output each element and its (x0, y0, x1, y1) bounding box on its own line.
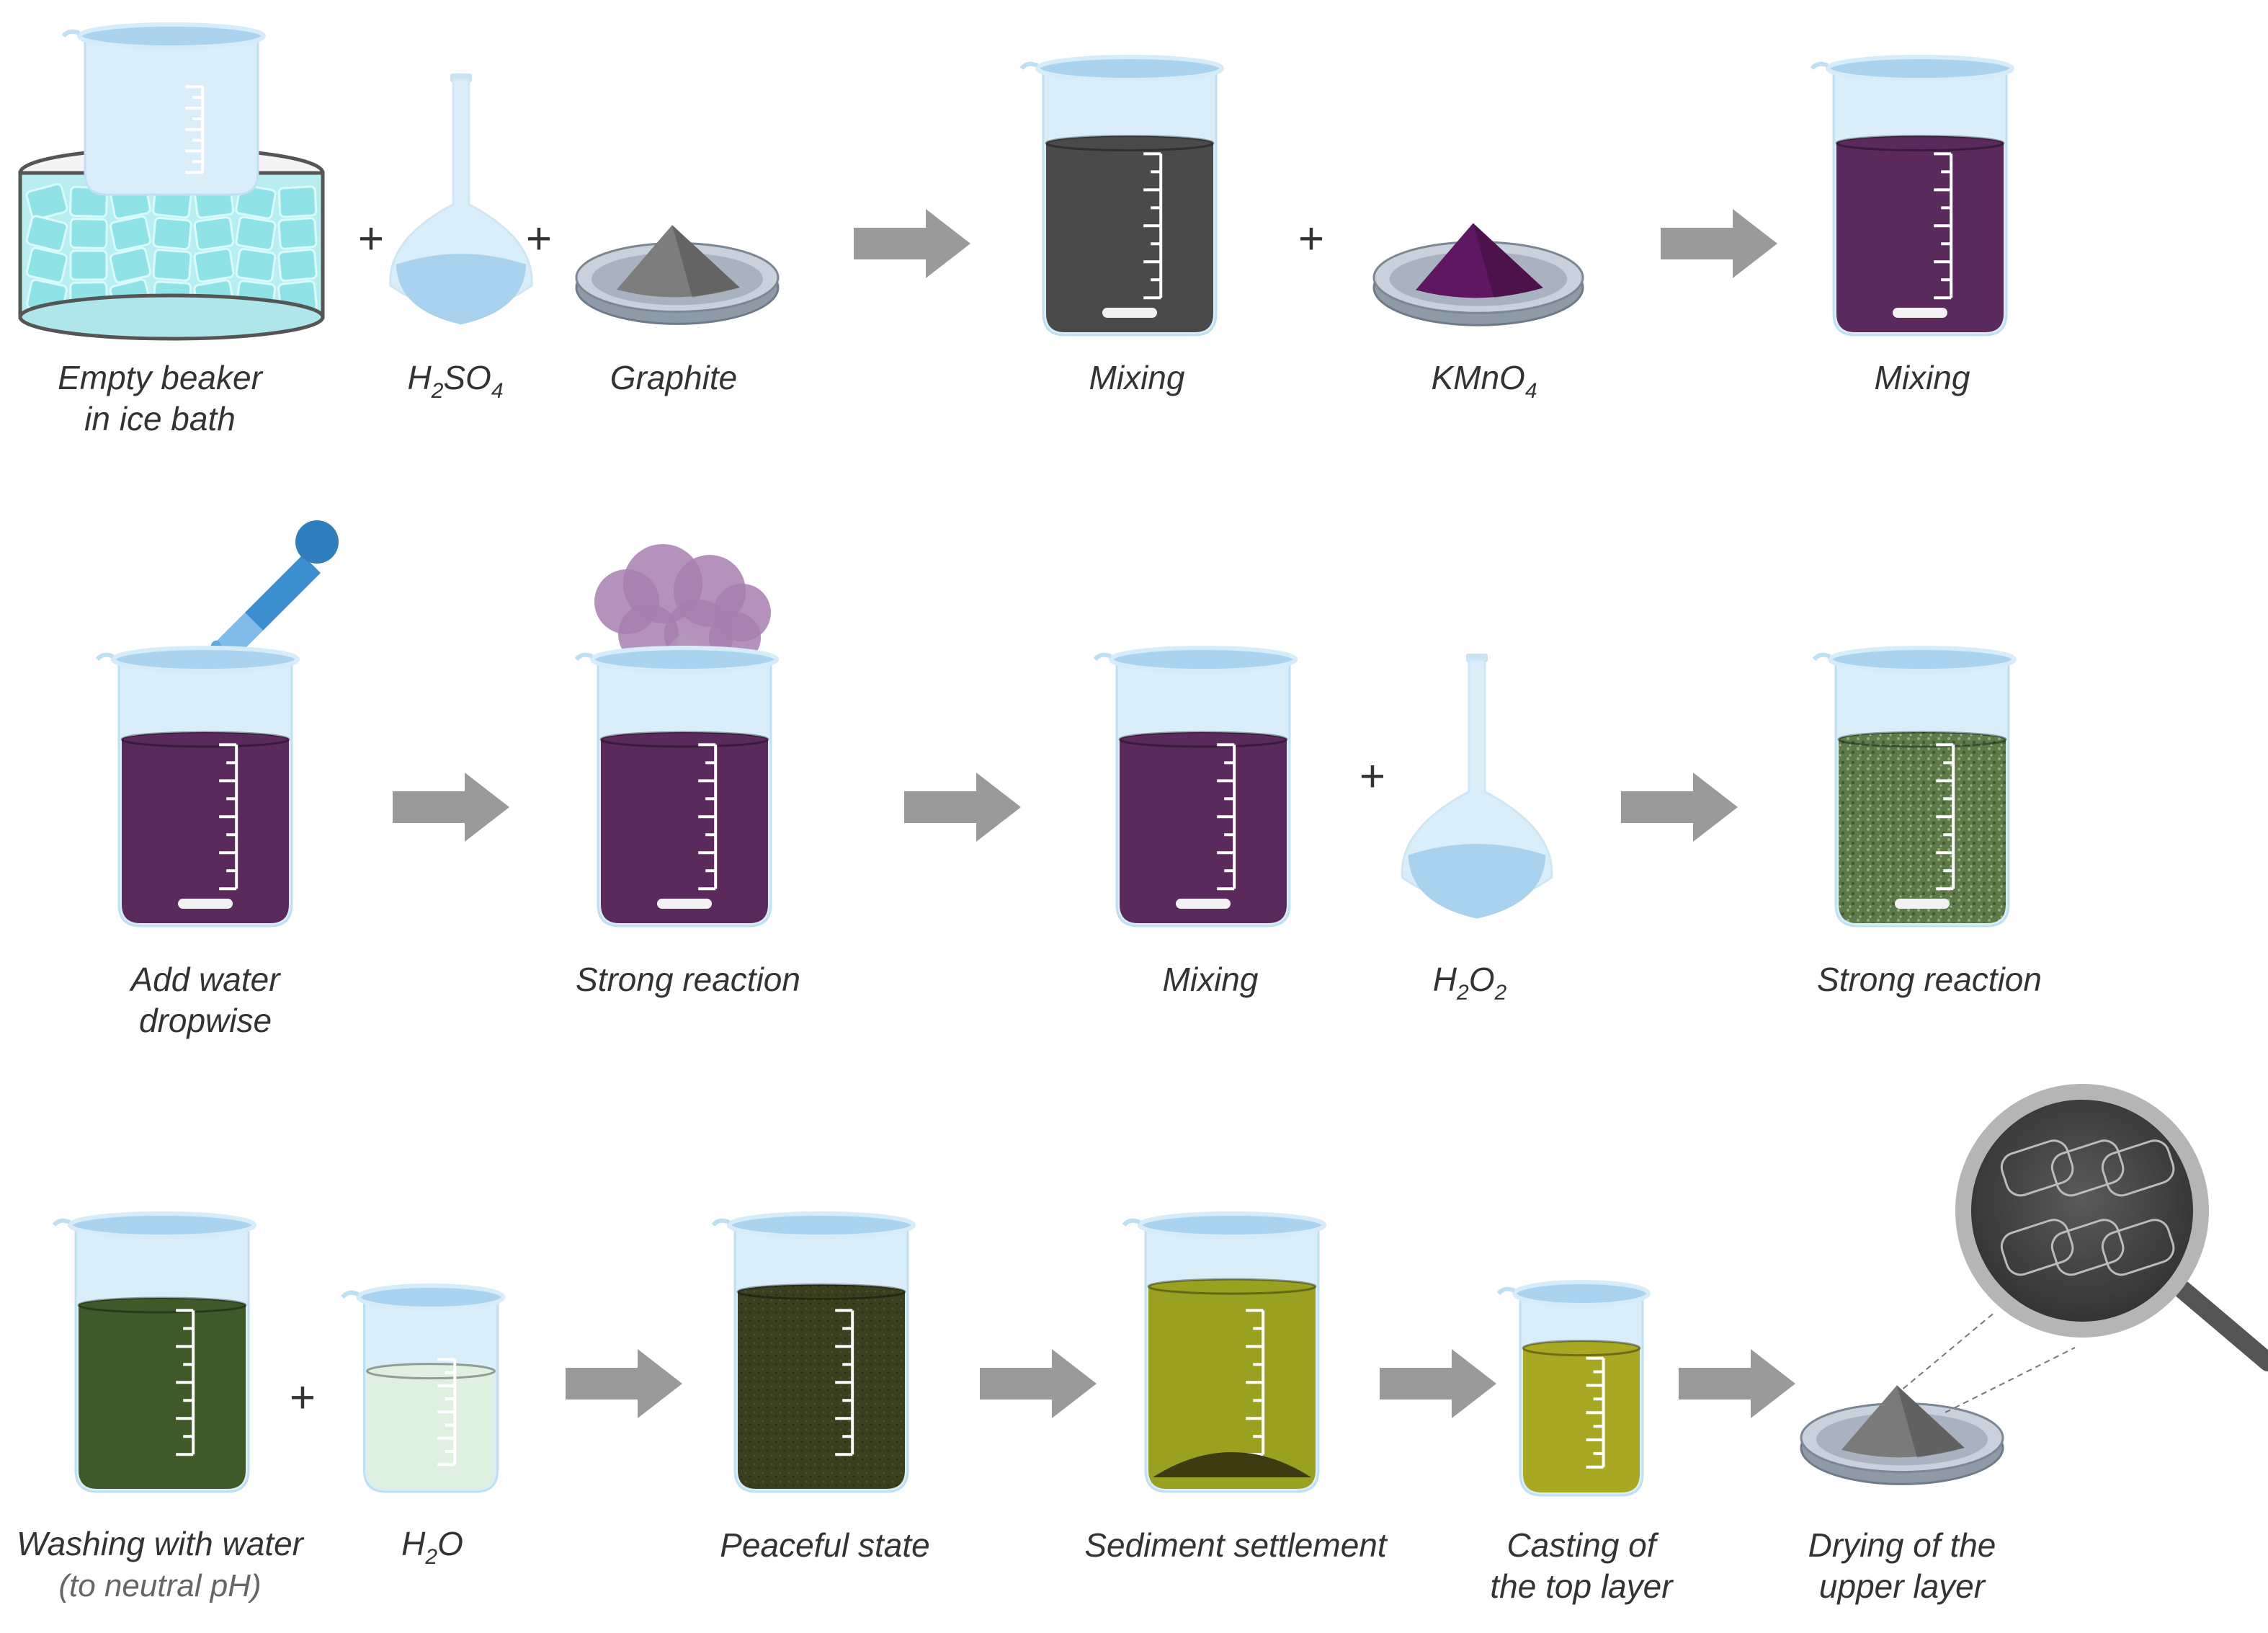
arrow-icon (1380, 1349, 1496, 1418)
plus-sign: + (290, 1373, 316, 1423)
graphene-sheet (2101, 1219, 2175, 1276)
label-drying-1: Drying of the (1808, 1526, 1996, 1564)
powder (1416, 223, 1543, 298)
strong-reaction-beaker-2 (1812, 646, 2017, 927)
arrow-icon (393, 773, 509, 842)
arrow-icon (854, 209, 970, 278)
kmno4-dish-icon (1372, 223, 1584, 326)
mixing-beaker-purple (1810, 55, 2014, 337)
plus-sign: + (526, 214, 552, 264)
arrow-icon (980, 1349, 1097, 1418)
graphite-dish-icon (575, 225, 780, 325)
stir-bar (1102, 308, 1157, 318)
label-add-water-1: Add water (128, 961, 281, 998)
liquid (1523, 1348, 1640, 1492)
stir-bar (1895, 899, 1950, 909)
h2so4-flask-icon (389, 74, 533, 325)
graphene-sheet (2000, 1219, 2074, 1276)
liquid (1408, 844, 1546, 919)
sediment (1153, 1452, 1311, 1477)
graphene-sheet (2050, 1139, 2125, 1197)
casting-beaker (1496, 1280, 1651, 1497)
magnifier-icon (1887, 1084, 2268, 1413)
graphene-sheet (2101, 1139, 2175, 1197)
label-mixing-2: Mixing (1875, 359, 1970, 396)
plus-sign: + (1298, 214, 1324, 264)
label-peaceful: Peaceful state (720, 1526, 930, 1564)
label-h2so4: H2SO4 (407, 359, 503, 403)
label-h2o: H2O (401, 1525, 463, 1569)
arrow-icon (566, 1349, 682, 1418)
liquid (1839, 739, 2006, 923)
washing-beaker (52, 1211, 256, 1493)
powder (617, 225, 740, 298)
label-empty-beaker-2: in ice bath (84, 400, 236, 437)
liquid (738, 1291, 905, 1489)
label-casting-1: Casting of (1506, 1526, 1658, 1564)
arrow-icon (904, 773, 1021, 842)
stir-bar (178, 899, 233, 909)
arrow-icon (1661, 209, 1777, 278)
label-washing-1: Washing with water (17, 1525, 305, 1562)
liquid (601, 739, 768, 923)
liquid (1836, 143, 2004, 332)
label-casting-2: the top layer (1490, 1567, 1674, 1605)
liquid (1120, 739, 1287, 923)
liquid (79, 1305, 246, 1489)
empty-beaker-icon (61, 22, 266, 196)
label-mixing-1: Mixing (1089, 359, 1185, 396)
arrow-icon (1679, 1349, 1795, 1418)
stir-bar (657, 899, 712, 909)
h2o-beaker (341, 1283, 506, 1493)
label-graphite: Graphite (610, 359, 737, 396)
sediment-beaker (1122, 1211, 1326, 1493)
label-sediment: Sediment settlement (1084, 1526, 1388, 1564)
plus-sign: + (1360, 752, 1385, 801)
arrow-icon (1621, 773, 1738, 842)
graphene-sheet (2000, 1139, 2074, 1197)
label-strong-reaction-2: Strong reaction (1817, 961, 2042, 998)
label-h2o2: H2O2 (1433, 961, 1507, 1005)
label-strong-reaction-1: Strong reaction (576, 961, 800, 998)
liquid (122, 739, 289, 923)
h2o2-flask-icon (1401, 654, 1553, 919)
mixing-beaker-black (1019, 55, 1224, 337)
liquid (1148, 1286, 1316, 1489)
liquid (1046, 143, 1213, 332)
plus-sign: + (358, 214, 384, 264)
stir-bar (1176, 899, 1231, 909)
powder (1841, 1385, 1965, 1458)
liquid (367, 1371, 495, 1489)
graphene-sheet (2050, 1219, 2125, 1276)
dried-product-dish-icon (1800, 1385, 2004, 1485)
mixing-beaker-3 (1093, 646, 1298, 927)
liquid (396, 254, 527, 325)
label-washing-2: (to neutral pH) (58, 1568, 261, 1603)
peaceful-state-beaker (711, 1211, 916, 1493)
label-add-water-2: dropwise (139, 1002, 272, 1039)
label-empty-beaker-1: Empty beaker (58, 359, 263, 396)
label-kmno4: KMnO4 (1431, 359, 1537, 403)
label-drying-2: upper layer (1819, 1567, 1986, 1605)
strong-reaction-beaker-1 (574, 646, 779, 927)
label-mixing-3: Mixing (1163, 961, 1259, 998)
add-water-beaker (95, 646, 300, 927)
stir-bar (1893, 308, 1947, 318)
